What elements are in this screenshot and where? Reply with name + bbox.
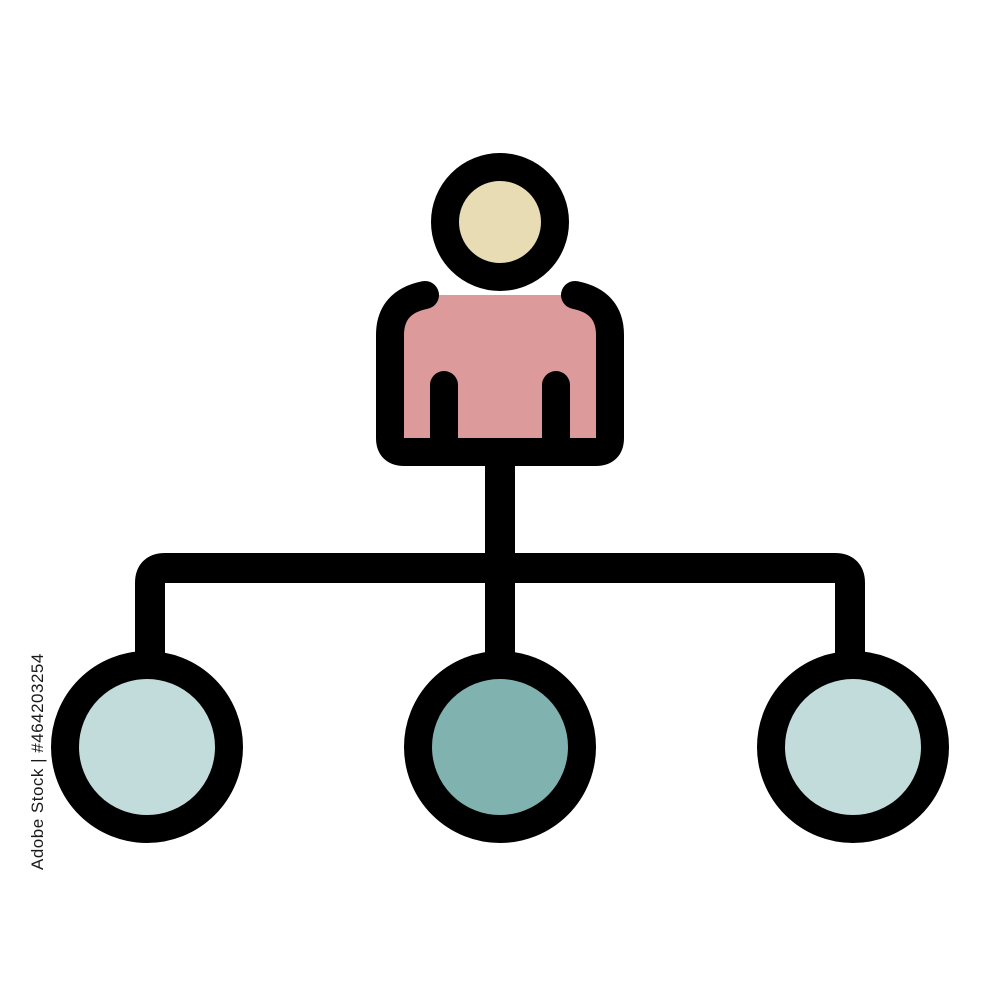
person-head bbox=[431, 153, 569, 291]
child-node-center bbox=[404, 651, 596, 843]
person-body bbox=[376, 281, 624, 466]
connector-lines bbox=[135, 435, 865, 675]
stock-id-label: Adobe Stock | #464203254 bbox=[28, 653, 47, 870]
child-node-right bbox=[757, 651, 949, 843]
child-node-left bbox=[51, 651, 243, 843]
